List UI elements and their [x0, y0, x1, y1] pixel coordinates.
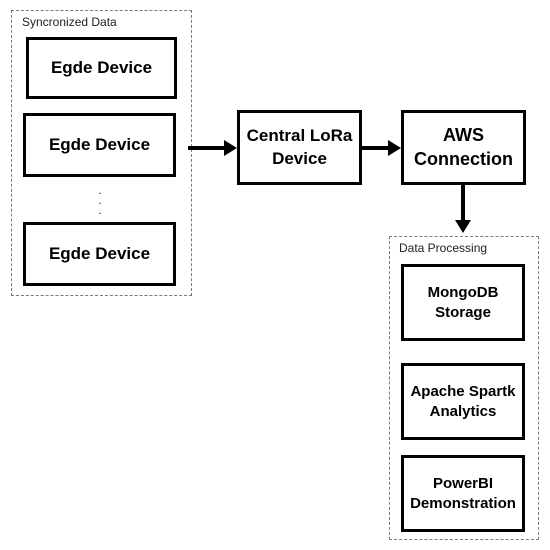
aws-line2: Connection: [414, 148, 513, 169]
powerbi-line2: Demonstration: [410, 494, 516, 512]
mongodb-storage-box: MongoDB Storage: [401, 264, 525, 341]
spark-line1: Apache Spartk: [410, 383, 516, 400]
synchronized-data-label: Syncronized Data: [22, 15, 117, 29]
arrow-sync-to-central: [188, 140, 237, 156]
edge-device-label-1: Egde Device: [50, 57, 153, 77]
central-lora-line2: Device: [272, 148, 327, 168]
arrow-central-to-aws: [362, 140, 401, 156]
data-processing-label: Data Processing: [399, 241, 488, 255]
aws-connection-box: AWS Connection: [401, 110, 526, 185]
edge-device-box-2: Egde Device: [23, 113, 176, 177]
edge-device-box-3: Egde Device: [23, 222, 176, 286]
ellipsis-vertical: . . .: [98, 183, 102, 217]
arrow-aws-to-processing: [455, 185, 471, 233]
central-lora-device-box: Central LoRa Device: [237, 110, 362, 185]
aws-line1: AWS: [442, 125, 484, 146]
spark-line2: Analytics: [429, 402, 497, 420]
mongodb-line1: MongoDB: [427, 284, 499, 301]
apache-spark-analytics-box: Apache Spartk Analytics: [401, 363, 525, 440]
data-processing-group: [389, 236, 539, 540]
mongodb-line2: Storage: [435, 303, 491, 321]
central-lora-line1: Central LoRa: [246, 126, 353, 146]
powerbi-demonstration-box: PowerBI Demonstration: [401, 455, 525, 532]
edge-device-box-1: Egde Device: [26, 37, 177, 99]
edge-device-label-3: Egde Device: [48, 243, 151, 263]
powerbi-line1: PowerBI: [432, 475, 493, 492]
edge-device-label-2: Egde Device: [48, 134, 151, 154]
synchronized-data-group: [11, 10, 192, 296]
